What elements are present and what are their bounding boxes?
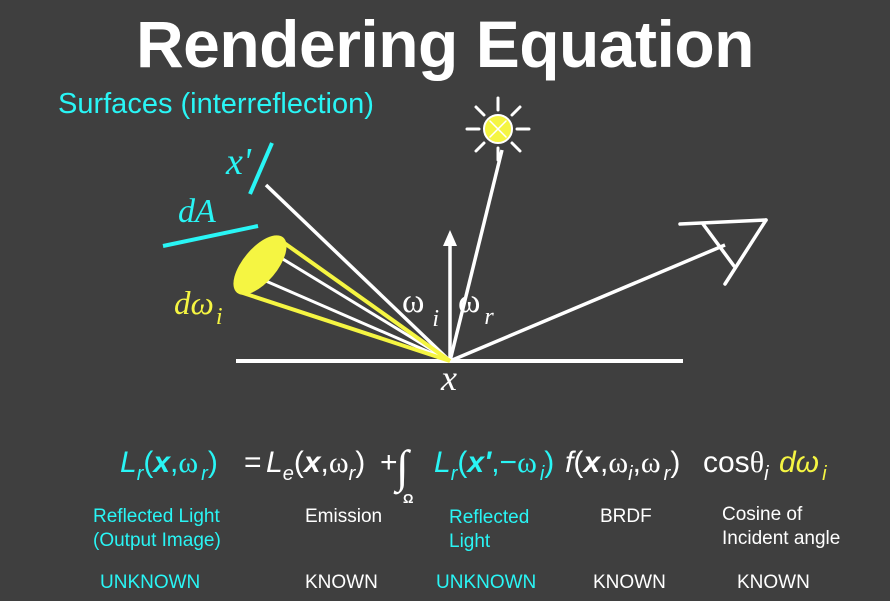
eq-cosine: cosθi — [703, 446, 769, 485]
slide-subtitle: Surfaces (interreflection) — [58, 88, 374, 120]
term-label-emission: Emission — [305, 505, 382, 529]
sun-icon — [465, 96, 531, 162]
status-emission: KNOWN — [305, 572, 378, 593]
surface-point-label: x — [440, 358, 457, 398]
term-label-line: Light — [449, 531, 491, 552]
area-label: dA — [178, 193, 216, 230]
eq-integral: ∫ — [393, 441, 411, 495]
solid-angle-label: dωi — [174, 286, 222, 330]
light-ray — [448, 149, 504, 362]
status-reflected-light: UNKNOWN — [436, 572, 537, 593]
term-label-line: (Output Image) — [93, 530, 221, 551]
area-ray-white-1 — [267, 248, 451, 363]
term-label-line: Reflected Light — [93, 506, 220, 527]
cone-edge-top — [278, 238, 452, 363]
solid-angle-ellipse — [233, 235, 287, 295]
ray-to-x-prime — [264, 183, 452, 363]
x-prime-label: x' — [225, 141, 252, 183]
eq-equals: = — [244, 446, 262, 479]
eq-integral-domain: Ω — [403, 491, 413, 506]
x-prime-line — [248, 142, 274, 195]
term-label-line: Incident angle — [722, 528, 841, 549]
status-cosine: KNOWN — [737, 572, 810, 593]
normal-arrowhead — [443, 230, 457, 246]
term-label-line: Cosine of — [722, 504, 803, 525]
status-output-image: UNKNOWN — [100, 572, 201, 593]
term-label-line: BRDF — [600, 506, 652, 527]
status-brdf: KNOWN — [593, 572, 666, 593]
eye-ray — [449, 243, 726, 363]
area-element-line — [162, 224, 259, 248]
term-label-line: Emission — [305, 506, 383, 527]
term-label-reflected-light: Reflected Light — [449, 506, 529, 554]
eye-icon — [678, 218, 768, 286]
slide-title: Rendering Equation — [136, 7, 755, 81]
term-label-brdf: BRDF — [600, 505, 652, 529]
term-label-cosine: Cosine of Incident angle — [722, 503, 840, 551]
eq-emission: Le(x,ωr) — [266, 446, 365, 485]
term-label-reflected-output: Reflected Light (Output Image) — [93, 505, 221, 553]
eq-plus: + — [380, 446, 398, 479]
term-label-line: Reflected — [449, 507, 530, 528]
cone-edge-bottom — [239, 290, 451, 363]
area-ray-white-2 — [251, 273, 451, 363]
